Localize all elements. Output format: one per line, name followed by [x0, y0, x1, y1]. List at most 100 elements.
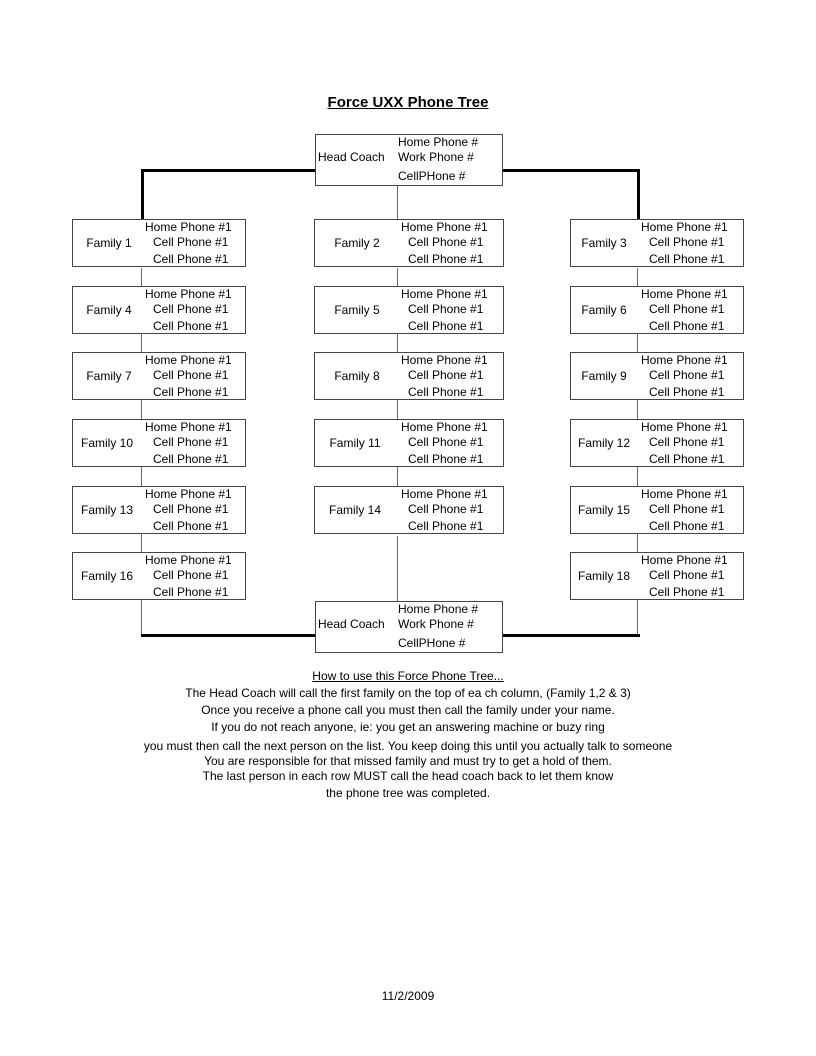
cell-phone-2: Cell Phone #1 [649, 452, 725, 466]
cell-phone-1: Cell Phone #1 [153, 235, 229, 249]
cell-phone-2: Cell Phone #1 [649, 585, 725, 599]
home-phone: Home Phone #1 [641, 287, 728, 301]
cell-phone-1: Cell Phone #1 [153, 302, 229, 316]
home-phone: Home Phone #1 [145, 220, 232, 234]
cell-phone-1: Cell Phone #1 [649, 435, 725, 449]
instruction-line: you must then call the next person on th… [143, 739, 673, 753]
document-date: 11/2/2009 [381, 989, 435, 1003]
cell-phone-2: Cell Phone #1 [153, 519, 229, 533]
cell-phone-1: Cell Phone #1 [153, 568, 229, 582]
cell-phone-2: Cell Phone #1 [408, 519, 484, 533]
home-phone: Home Phone #1 [401, 487, 488, 501]
family-name: Family 1 [86, 236, 132, 250]
cell-phone-1: Cell Phone #1 [408, 502, 484, 516]
family-name: Family 18 [577, 569, 630, 583]
family-name: Family 3 [581, 236, 627, 250]
family-name: Family 14 [328, 503, 381, 517]
cell-phone-2: Cell Phone #1 [408, 452, 484, 466]
family-name: Family 13 [80, 503, 133, 517]
cell-phone-2: Cell Phone #1 [649, 252, 725, 266]
family-name: Family 8 [334, 369, 380, 383]
cell-phone-1: Cell Phone #1 [408, 235, 484, 249]
home-phone: Home Phone #1 [641, 553, 728, 567]
instruction-line: the phone tree was completed. [325, 786, 491, 800]
thick-line-bottom-left-h [141, 634, 315, 637]
family-box: Family 1 Home Phone #1 Cell Phone #1 Cel… [72, 219, 246, 267]
family-box: Family 8 Home Phone #1 Cell Phone #1 Cel… [314, 352, 504, 400]
family-box: Family 9 Home Phone #1 Cell Phone #1 Cel… [570, 352, 744, 400]
family-name: Family 16 [80, 569, 133, 583]
head-coach-home-phone: Home Phone # [398, 135, 479, 149]
thick-line-bottom-right-h [503, 634, 640, 637]
thick-line-top-left-v [141, 169, 144, 221]
family-box: Family 14 Home Phone #1 Cell Phone #1 Ce… [314, 486, 504, 534]
cell-phone-1: Cell Phone #1 [649, 235, 725, 249]
connector-center-bottom [397, 536, 398, 601]
instruction-line: The Head Coach will call the first famil… [185, 686, 631, 700]
cell-phone-1: Cell Phone #1 [649, 368, 725, 382]
connector-center-top [397, 186, 398, 219]
home-phone: Home Phone #1 [401, 353, 488, 367]
cell-phone-1: Cell Phone #1 [649, 502, 725, 516]
cell-phone-2: Cell Phone #1 [649, 385, 725, 399]
family-box: Family 13 Home Phone #1 Cell Phone #1 Ce… [72, 486, 246, 534]
cell-phone-2: Cell Phone #1 [408, 385, 484, 399]
instruction-line: You are responsible for that missed fami… [204, 754, 612, 768]
family-box: Family 7 Home Phone #1 Cell Phone #1 Cel… [72, 352, 246, 400]
family-box: Family 2 Home Phone #1 Cell Phone #1 Cel… [314, 219, 504, 267]
cell-phone-1: Cell Phone #1 [649, 302, 725, 316]
home-phone: Home Phone #1 [641, 353, 728, 367]
home-phone: Home Phone #1 [401, 287, 488, 301]
family-box: Family 3 Home Phone #1 Cell Phone #1 Cel… [570, 219, 744, 267]
cell-phone-2: Cell Phone #1 [153, 252, 229, 266]
head-coach-label: Head Coach [318, 150, 385, 164]
family-box: Family 6 Home Phone #1 Cell Phone #1 Cel… [570, 286, 744, 334]
family-box: Family 5 Home Phone #1 Cell Phone #1 Cel… [314, 286, 504, 334]
family-name: Family 11 [329, 436, 381, 450]
home-phone: Home Phone #1 [145, 353, 232, 367]
cell-phone-2: Cell Phone #1 [649, 519, 725, 533]
cell-phone-1: Cell Phone #1 [153, 502, 229, 516]
head-coach-box-top: Head Coach Home Phone # Work Phone # Cel… [315, 134, 503, 186]
home-phone: Home Phone #1 [145, 487, 232, 501]
home-phone: Home Phone #1 [401, 420, 488, 434]
family-name: Family 2 [334, 236, 380, 250]
head-coach-box-bottom: Head Coach Home Phone # Work Phone # Cel… [315, 601, 503, 653]
cell-phone-2: Cell Phone #1 [649, 319, 725, 333]
cell-phone-2: Cell Phone #1 [153, 319, 229, 333]
cell-phone-2: Cell Phone #1 [153, 385, 229, 399]
home-phone: Home Phone #1 [641, 487, 728, 501]
cell-phone-2: Cell Phone #1 [408, 252, 484, 266]
instruction-line: If you do not reach anyone, ie: you get … [211, 720, 605, 734]
instructions-heading: How to use this Force Phone Tree... [312, 669, 504, 683]
family-name: Family 6 [581, 303, 627, 317]
thick-line-top-right-v [637, 169, 640, 221]
home-phone: Home Phone #1 [145, 287, 232, 301]
family-box: Family 16 Home Phone #1 Cell Phone #1 Ce… [72, 552, 246, 600]
head-coach-cell-phone: CellPHone # [398, 636, 466, 650]
head-coach-work-phone: Work Phone # [398, 617, 474, 631]
family-name: Family 12 [577, 436, 630, 450]
family-box: Family 12 Home Phone #1 Cell Phone #1 Ce… [570, 419, 744, 467]
family-box: Family 11 Home Phone #1 Cell Phone #1 Ce… [314, 419, 504, 467]
cell-phone-1: Cell Phone #1 [153, 435, 229, 449]
home-phone: Home Phone #1 [641, 220, 728, 234]
head-coach-cell-phone: CellPHone # [398, 169, 466, 183]
thick-line-top-right-h [503, 169, 640, 172]
family-name: Family 10 [80, 436, 133, 450]
cell-phone-1: Cell Phone #1 [408, 435, 484, 449]
cell-phone-2: Cell Phone #1 [153, 585, 229, 599]
cell-phone-1: Cell Phone #1 [408, 302, 484, 316]
cell-phone-1: Cell Phone #1 [408, 368, 484, 382]
family-box: Family 10 Home Phone #1 Cell Phone #1 Ce… [72, 419, 246, 467]
instruction-line: The last person in each row MUST call th… [202, 769, 614, 783]
family-name: Family 4 [86, 303, 132, 317]
cell-phone-1: Cell Phone #1 [153, 368, 229, 382]
home-phone: Home Phone #1 [401, 220, 488, 234]
family-box: Family 4 Home Phone #1 Cell Phone #1 Cel… [72, 286, 246, 334]
instruction-line: Once you receive a phone call you must t… [201, 703, 615, 717]
family-name: Family 5 [334, 303, 380, 317]
family-name: Family 7 [86, 369, 132, 383]
cell-phone-2: Cell Phone #1 [408, 319, 484, 333]
head-coach-work-phone: Work Phone # [398, 150, 474, 164]
